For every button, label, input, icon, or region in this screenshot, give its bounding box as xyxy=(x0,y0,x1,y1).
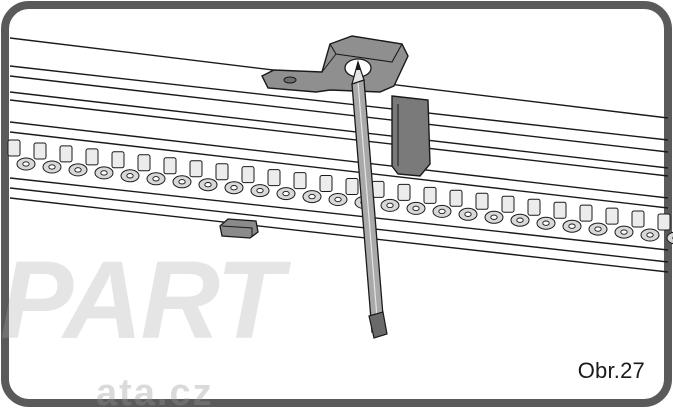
chain-pin xyxy=(543,221,549,225)
chain-link-plate xyxy=(398,184,410,200)
chain-link-plate xyxy=(294,173,306,189)
chain-pin xyxy=(647,233,653,237)
chain-link-plate xyxy=(528,199,540,215)
chain-pin xyxy=(309,194,315,198)
watermark-main: PART xyxy=(0,246,281,356)
chain-pin xyxy=(231,186,237,190)
chain-link-plate xyxy=(476,193,488,209)
chain-pin xyxy=(257,188,263,192)
chain-pin xyxy=(153,177,159,181)
chain-link-plate xyxy=(580,205,592,221)
chain-link-plate xyxy=(112,152,124,168)
chain-link-plate xyxy=(346,179,358,195)
chain-pin xyxy=(387,203,393,207)
chain-pin xyxy=(75,168,81,172)
chain-pin xyxy=(491,215,497,219)
chain-link-plate xyxy=(216,164,228,180)
chain-pin xyxy=(23,162,29,166)
chain-pin xyxy=(179,180,185,184)
chain-link-plate xyxy=(190,161,202,177)
chain-pin xyxy=(413,206,419,210)
chain-link-plate xyxy=(450,190,462,206)
chain-link-plate xyxy=(606,208,618,224)
chain-link-plate xyxy=(242,167,254,183)
chain-pin xyxy=(49,165,55,169)
chain-link-plate xyxy=(632,211,644,227)
chain-pin xyxy=(465,212,471,216)
chain-link-plate xyxy=(86,149,98,165)
chain-link-plate xyxy=(60,146,72,162)
chain-link-plate xyxy=(424,187,436,203)
chain-pin xyxy=(335,197,341,201)
chain-link-plate xyxy=(658,214,670,230)
chain-link-plate xyxy=(320,176,332,192)
watermark-sub: ata.cz xyxy=(96,374,214,412)
chain-pin xyxy=(283,191,289,195)
chain-link-plate xyxy=(34,143,46,159)
chain-pin xyxy=(569,224,575,228)
roller-chain xyxy=(8,140,673,244)
chain-link-plate xyxy=(268,170,280,186)
figure-caption: Obr.27 xyxy=(578,358,645,384)
chain-pin xyxy=(127,174,133,178)
stopper-block xyxy=(220,219,258,238)
chain-pin xyxy=(101,171,107,175)
chain-link-plate xyxy=(138,155,150,171)
chain-link-plate xyxy=(164,158,176,174)
mounting-bracket xyxy=(262,36,430,176)
chain-pin xyxy=(205,183,211,187)
chain-pin xyxy=(439,209,445,213)
chain-link-plate xyxy=(502,196,514,212)
chain-link-plate xyxy=(554,202,566,218)
chain-pin xyxy=(621,230,627,234)
chain-link-plate xyxy=(8,140,20,156)
chain-pin xyxy=(517,218,523,222)
chain-pin xyxy=(595,227,601,231)
